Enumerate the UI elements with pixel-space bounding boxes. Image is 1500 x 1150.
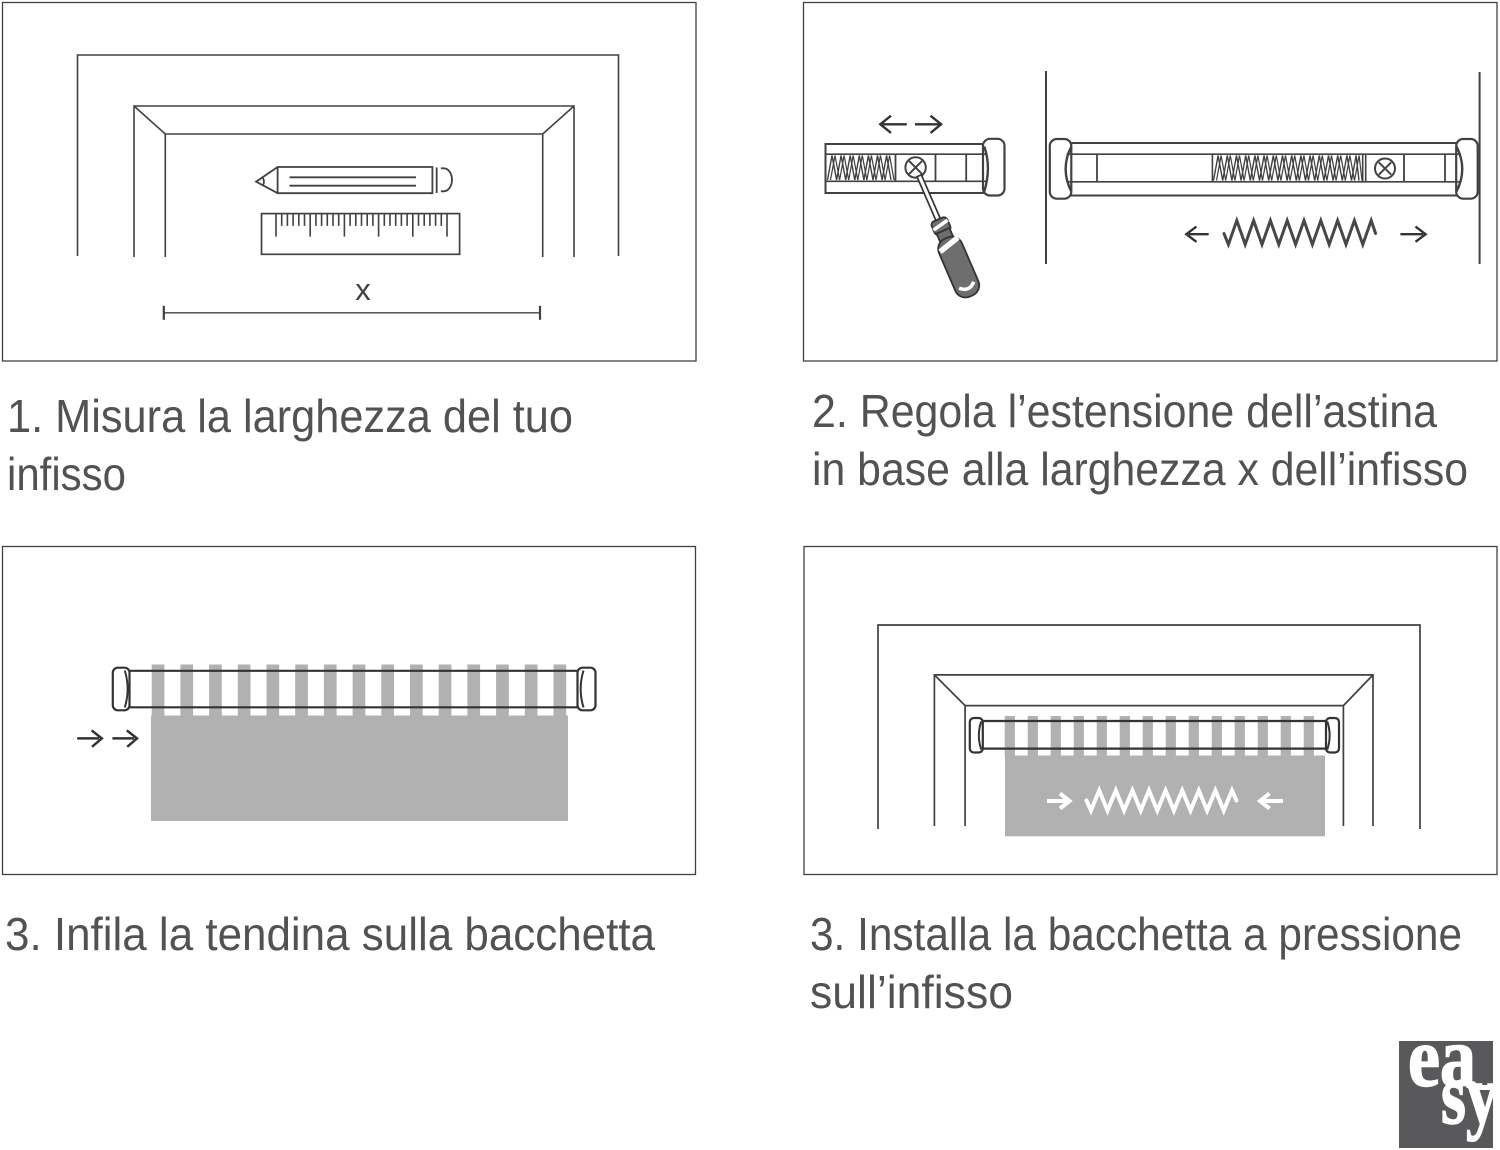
svg-text:3. Infila la tendina sulla bac: 3. Infila la tendina sulla bacchetta: [5, 908, 655, 960]
svg-text:2. Regola l’estensione dell’as: 2. Regola l’estensione dell’astina: [812, 385, 1437, 437]
svg-text:infisso: infisso: [7, 448, 126, 500]
svg-text:sull’infisso: sull’infisso: [810, 966, 1013, 1018]
svg-text:sy: sy: [1441, 1048, 1498, 1142]
svg-text:3. Installa la bacchetta a pre: 3. Installa la bacchetta a pressione: [810, 908, 1462, 960]
svg-text:ea: ea: [1408, 1011, 1476, 1105]
svg-text:x: x: [355, 272, 371, 307]
svg-text:in base alla larghezza x dell’: in base alla larghezza x dell’infisso: [812, 443, 1468, 495]
svg-text:1. Misura la larghezza del tuo: 1. Misura la larghezza del tuo: [7, 390, 573, 442]
